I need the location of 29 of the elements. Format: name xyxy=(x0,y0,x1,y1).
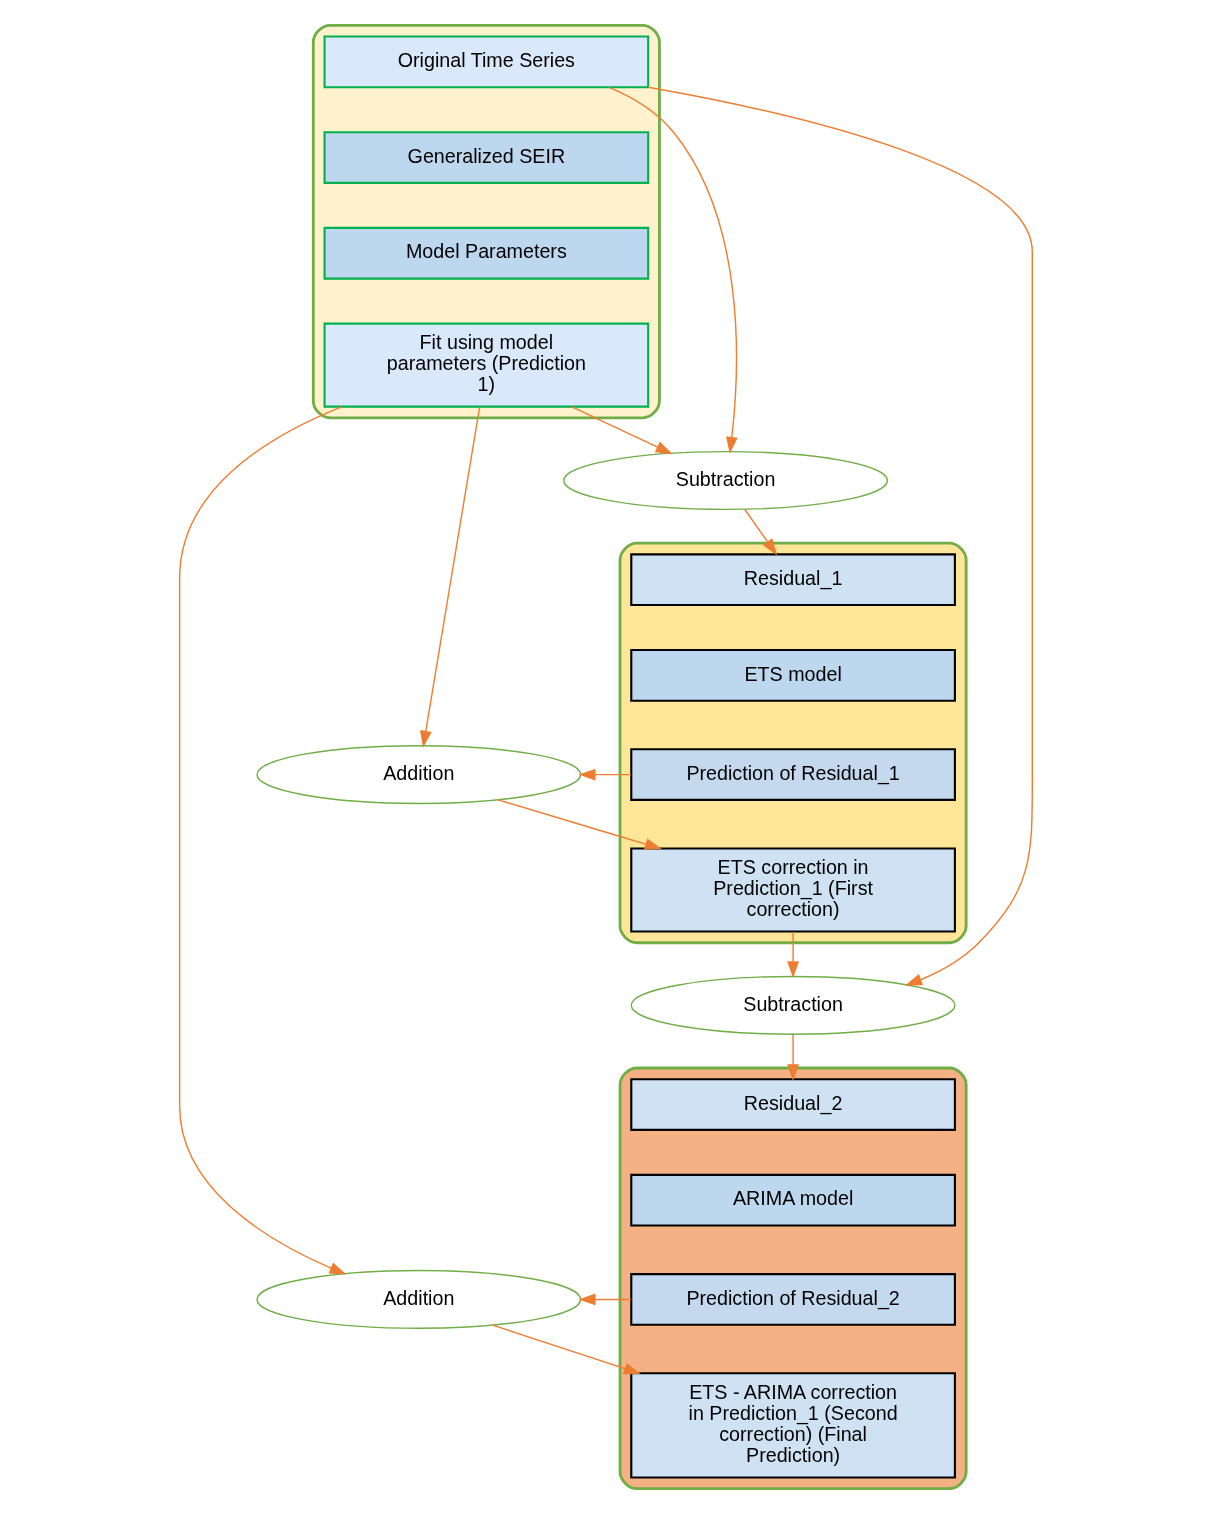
node-ellipse: Addition xyxy=(256,1269,582,1329)
arrow xyxy=(178,406,347,1275)
node-box: ETS model xyxy=(630,649,956,702)
arrow xyxy=(578,768,632,781)
arrow xyxy=(744,508,778,556)
node-box: ETS - ARIMA correction in Prediction_1 (Second correction) (Final Prediction) xyxy=(630,1372,956,1479)
arrow xyxy=(647,86,1033,986)
cluster xyxy=(311,23,661,420)
node-box: ETS correction in Prediction_1 (First correction) xyxy=(630,847,956,933)
arrow xyxy=(571,406,673,455)
node-ellipse: Subtraction xyxy=(563,450,889,511)
node-box: Residual_2 xyxy=(630,1078,956,1131)
node-box: Generalized SEIR xyxy=(323,131,650,184)
arrow xyxy=(420,405,481,748)
node-box: Prediction of Residual_2 xyxy=(630,1273,956,1326)
node-box: Model Parameters xyxy=(323,226,650,280)
arrow xyxy=(497,799,662,850)
arrow xyxy=(578,1293,632,1306)
arrow xyxy=(492,1324,641,1375)
arrow xyxy=(787,1033,799,1082)
node-box: ARIMA model xyxy=(630,1173,956,1227)
arrow xyxy=(787,931,799,979)
node-ellipse: Addition xyxy=(256,745,582,805)
node-box: Prediction of Residual_1 xyxy=(630,748,956,801)
cluster xyxy=(618,541,968,945)
arrow xyxy=(608,86,738,454)
node-box: Fit using model parameters (Prediction 1) xyxy=(323,322,650,408)
node-box: Residual_1 xyxy=(630,553,956,607)
node-box: Original Time Series xyxy=(323,35,650,89)
